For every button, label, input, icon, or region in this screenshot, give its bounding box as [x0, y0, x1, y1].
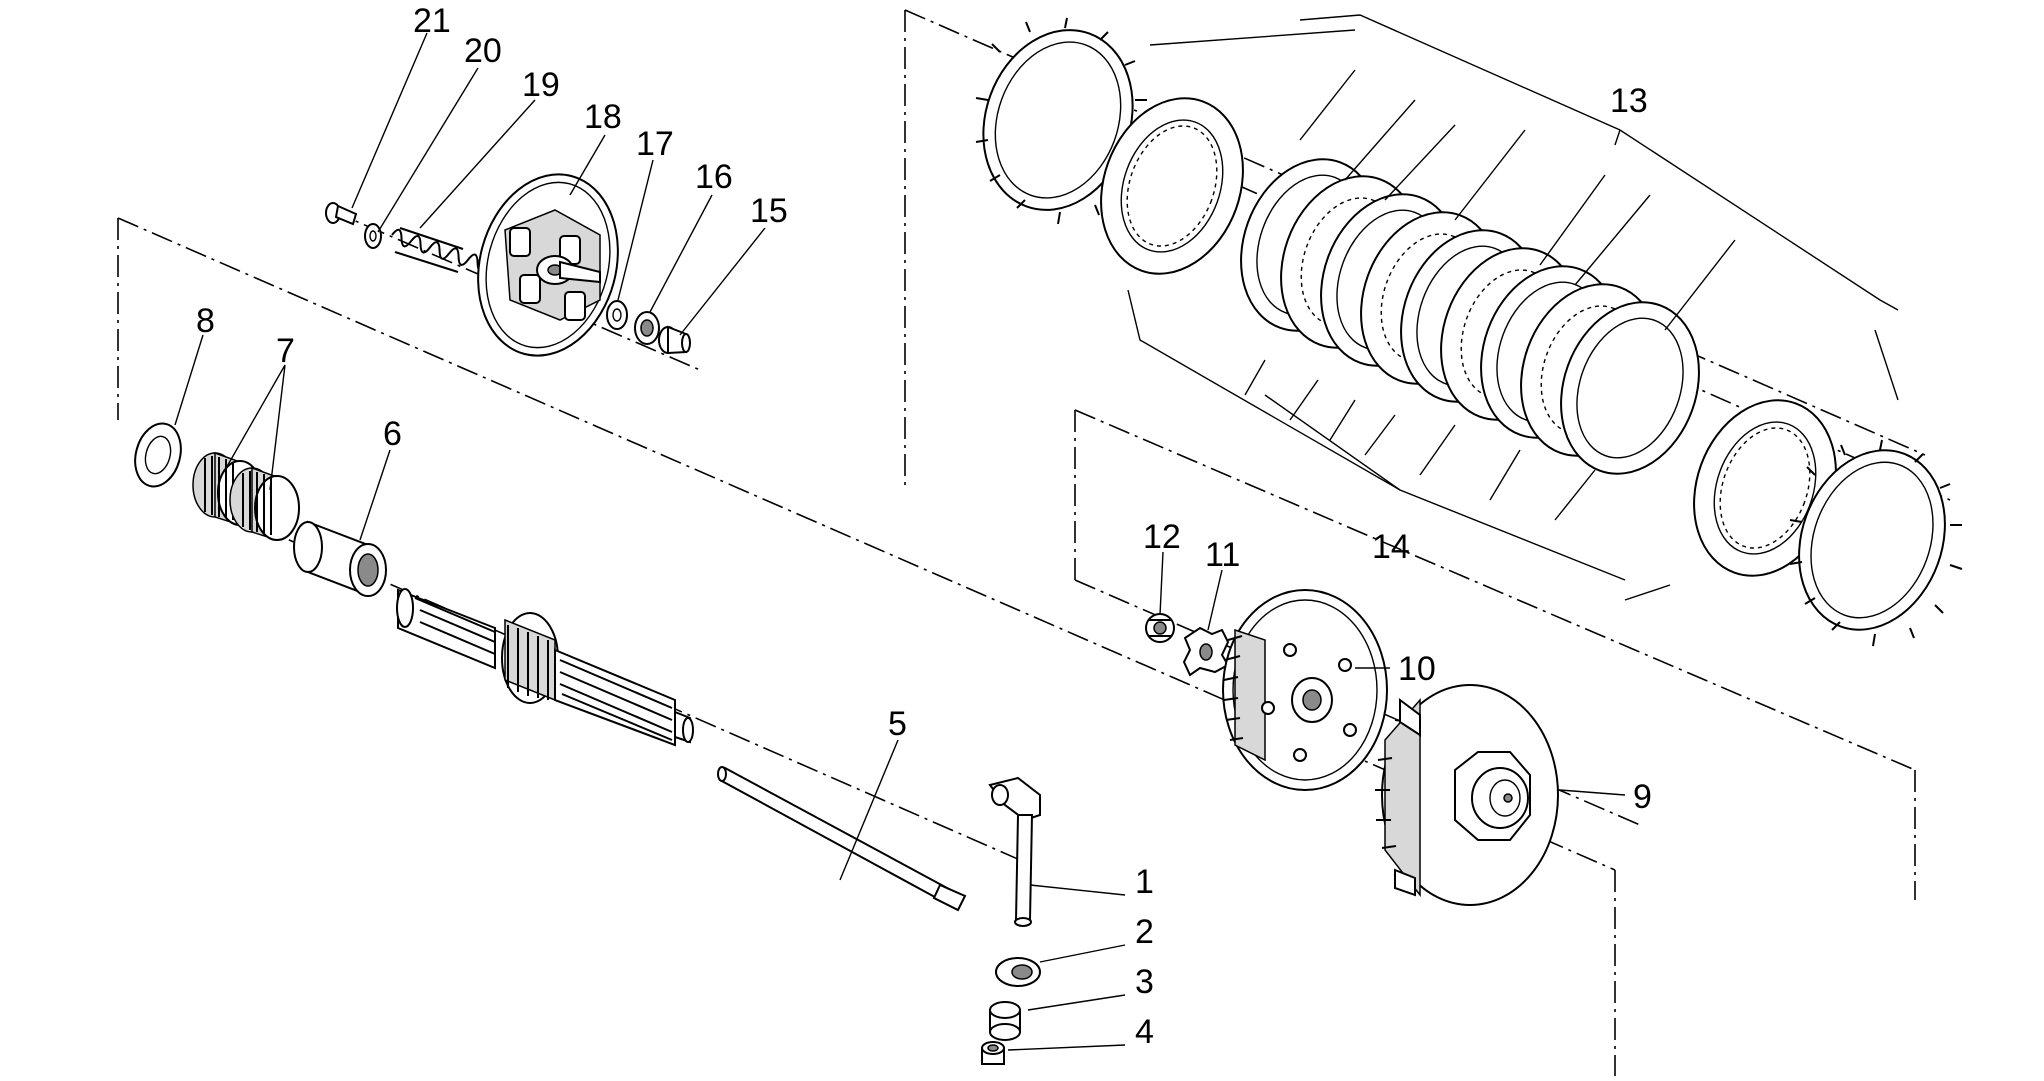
part-3-bushing [989, 1001, 1021, 1041]
label-4: 4 [1135, 1013, 1154, 1051]
label-3: 3 [1135, 963, 1154, 1001]
label-19: 19 [522, 66, 560, 104]
leader-lines [174, 32, 1626, 1051]
label-12: 12 [1143, 518, 1181, 556]
part-8-shim-washer [134, 422, 182, 488]
clutch-plate-stack [975, 17, 1963, 647]
part-19-spring [391, 227, 488, 273]
part-18-pressure-plate [477, 173, 619, 357]
label-13: 13 [1610, 82, 1648, 120]
label-18: 18 [584, 98, 622, 136]
part-16-bearing [634, 311, 660, 345]
callout-labels: 21 20 19 18 17 16 15 8 7 6 5 1 2 3 4 12 … [196, 2, 1652, 1051]
part-21-bolt [325, 202, 358, 226]
part-9-clutch-housing [1375, 684, 1559, 906]
part-5-push-rod [717, 766, 967, 912]
label-10: 10 [1398, 650, 1436, 688]
label-8: 8 [196, 302, 215, 340]
part-17-washer [606, 300, 628, 330]
label-11: 11 [1205, 536, 1240, 574]
label-1: 1 [1135, 863, 1154, 901]
label-17: 17 [636, 125, 674, 163]
plate-stack-middle [1240, 158, 1700, 475]
part-15-thrust-piece [658, 325, 691, 355]
part-12-nut [1145, 613, 1175, 643]
label-7: 7 [276, 332, 295, 370]
label-6: 6 [383, 415, 402, 453]
label-14: 14 [1372, 528, 1410, 566]
label-20: 20 [464, 32, 502, 70]
part-4-bushing [981, 1041, 1005, 1065]
label-15: 15 [750, 192, 788, 230]
label-21: 21 [413, 2, 451, 40]
label-5: 5 [888, 705, 907, 743]
part-7-needle-bearings [192, 451, 300, 542]
part-20-washer [364, 223, 382, 249]
part-11-lock-washer [1182, 626, 1230, 677]
part-10-clutch-hub [1222, 589, 1388, 791]
part-1-release-lever [988, 776, 1041, 927]
group-brackets [1127, 14, 1899, 601]
part-2-seal [995, 957, 1041, 987]
label-16: 16 [695, 158, 733, 196]
label-2: 2 [1135, 913, 1154, 951]
label-9: 9 [1633, 778, 1652, 816]
part-6-bushing [293, 520, 387, 597]
part-main-shaft [396, 588, 694, 747]
